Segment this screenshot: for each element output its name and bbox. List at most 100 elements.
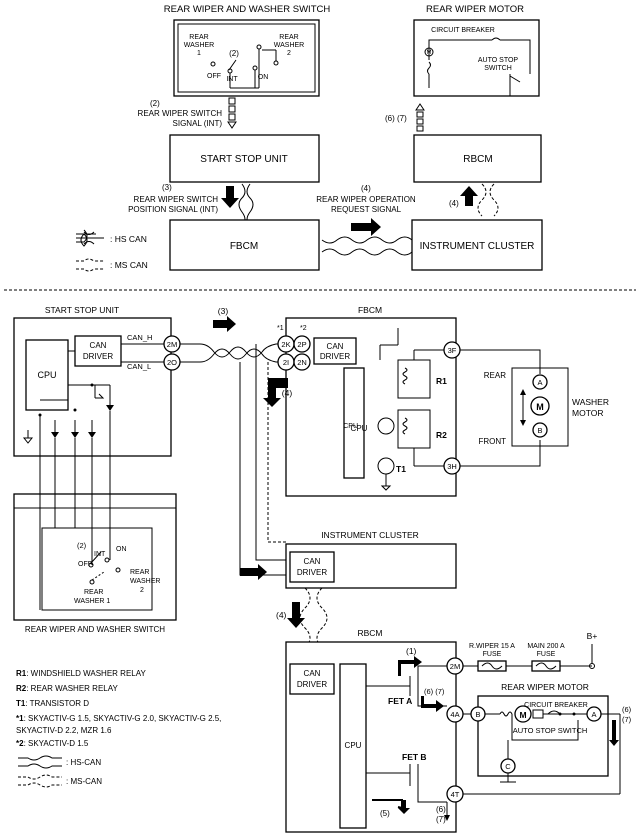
svg-text:CIRCUIT BREAKER: CIRCUIT BREAKER bbox=[431, 27, 495, 34]
svg-text:MAIN 200 A: MAIN 200 A bbox=[527, 643, 565, 650]
sw-label-rw1: REAR bbox=[189, 34, 208, 41]
svg-text:WASHER: WASHER bbox=[572, 397, 609, 407]
svg-text:(7): (7) bbox=[622, 715, 632, 724]
svg-text:(4): (4) bbox=[282, 388, 293, 398]
svg-text:(4): (4) bbox=[361, 184, 371, 193]
svg-text:SIGNAL (INT): SIGNAL (INT) bbox=[173, 119, 223, 128]
svg-text:DRIVER: DRIVER bbox=[297, 568, 327, 577]
svg-text:REAR: REAR bbox=[130, 569, 149, 576]
svg-text:(3): (3) bbox=[218, 306, 229, 316]
svg-text:(4): (4) bbox=[449, 199, 459, 208]
svg-text:2I: 2I bbox=[283, 358, 289, 367]
svg-text:(4): (4) bbox=[276, 610, 287, 620]
svg-text:M: M bbox=[519, 710, 526, 720]
start-stop-unit-box bbox=[169, 134, 320, 183]
svg-text:R1: R1 bbox=[436, 376, 447, 386]
svg-text:R1: WINDSHIELD WASHER RELAY: R1: WINDSHIELD WASHER RELAY bbox=[16, 669, 146, 678]
svg-text:FET B: FET B bbox=[402, 752, 427, 762]
svg-text:: HS CAN: : HS CAN bbox=[110, 234, 147, 244]
rbcm-box-top bbox=[413, 134, 542, 183]
svg-text:T1: TRANSISTOR D: T1: TRANSISTOR D bbox=[16, 699, 89, 708]
svg-text:FBCM: FBCM bbox=[358, 305, 382, 315]
svg-text:REAR: REAR bbox=[84, 589, 103, 596]
svg-text:(5): (5) bbox=[380, 809, 390, 818]
svg-text:START STOP UNIT: START STOP UNIT bbox=[200, 154, 287, 165]
svg-text:CPU: CPU bbox=[345, 741, 362, 750]
svg-text:3H: 3H bbox=[447, 462, 457, 471]
svg-text:A: A bbox=[537, 378, 542, 387]
svg-text:4T: 4T bbox=[451, 790, 460, 799]
motor-box-top bbox=[413, 19, 540, 97]
sw-off: OFF bbox=[207, 73, 221, 80]
svg-text:*1: SKYACTIV-G 1.5, SKYACTIV-G: *1: SKYACTIV-G 1.5, SKYACTIV-G 2.0, SKYA… bbox=[16, 714, 221, 723]
svg-text:AUTO STOP: AUTO STOP bbox=[478, 57, 519, 64]
svg-text:INSTRUMENT CLUSTER: INSTRUMENT CLUSTER bbox=[420, 241, 535, 252]
svg-text:R.WIPER 15 A: R.WIPER 15 A bbox=[469, 643, 515, 650]
svg-text:REQUEST SIGNAL: REQUEST SIGNAL bbox=[331, 205, 402, 214]
svg-text:M: M bbox=[536, 402, 544, 412]
svg-text:(3): (3) bbox=[162, 183, 172, 192]
switch-title: REAR WIPER AND WASHER SWITCH bbox=[164, 4, 331, 15]
wiring-diagram: START STOP UNIT CPU CAN DRIVER CAN_H CAN… bbox=[13, 305, 632, 833]
ic-box-top bbox=[411, 219, 543, 271]
svg-text:B+: B+ bbox=[587, 631, 598, 641]
svg-text:: HS-CAN: : HS-CAN bbox=[66, 758, 101, 767]
svg-text:AUTO STOP SWITCH: AUTO STOP SWITCH bbox=[513, 726, 588, 735]
svg-text:MOTOR: MOTOR bbox=[572, 408, 603, 418]
svg-text:START STOP UNIT: START STOP UNIT bbox=[45, 305, 119, 315]
svg-text:*2: SKYACTIV-D 1.5: *2: SKYACTIV-D 1.5 bbox=[16, 739, 89, 748]
svg-text:FRONT: FRONT bbox=[478, 437, 506, 446]
svg-text:R2: R2 bbox=[436, 430, 447, 440]
svg-text:RBCM: RBCM bbox=[357, 628, 382, 638]
svg-text:2: 2 bbox=[287, 50, 291, 57]
svg-text:CAN: CAN bbox=[327, 342, 344, 351]
switch-box bbox=[173, 19, 320, 97]
switch-box-bottom bbox=[13, 493, 177, 621]
svg-text:CPU: CPU bbox=[343, 423, 358, 430]
svg-text:(6) (7): (6) (7) bbox=[424, 687, 445, 696]
svg-text:WASHER 1: WASHER 1 bbox=[74, 598, 110, 605]
svg-text:3F: 3F bbox=[448, 346, 457, 355]
svg-text:*1: *1 bbox=[277, 325, 284, 332]
fbcm-box-top bbox=[169, 219, 320, 271]
svg-text:CPU: CPU bbox=[351, 424, 368, 433]
svg-text:B: B bbox=[475, 710, 480, 719]
svg-text:WASHER: WASHER bbox=[184, 42, 214, 49]
sw-step: (2) bbox=[229, 49, 239, 58]
svg-text:2K: 2K bbox=[281, 340, 290, 349]
svg-text:FUSE: FUSE bbox=[537, 651, 556, 658]
svg-text:DRIVER: DRIVER bbox=[83, 352, 113, 361]
svg-text:1: 1 bbox=[197, 50, 201, 57]
svg-text:CAN: CAN bbox=[90, 341, 107, 350]
svg-text:WASHER: WASHER bbox=[130, 578, 160, 585]
svg-text:POSITION SIGNAL (INT): POSITION SIGNAL (INT) bbox=[128, 205, 218, 214]
svg-text:DRIVER: DRIVER bbox=[320, 352, 350, 361]
svg-text:2M: 2M bbox=[167, 340, 177, 349]
svg-text:CAN_L: CAN_L bbox=[127, 362, 151, 371]
svg-text:4A: 4A bbox=[450, 710, 459, 719]
svg-text:REAR WIPER SWITCH: REAR WIPER SWITCH bbox=[134, 195, 219, 204]
svg-text:FBCM: FBCM bbox=[230, 241, 258, 252]
svg-text:: MS-CAN: : MS-CAN bbox=[66, 777, 102, 786]
svg-text:(7): (7) bbox=[436, 815, 446, 824]
svg-text:SWITCH: SWITCH bbox=[484, 65, 512, 72]
svg-text:WASHER: WASHER bbox=[274, 42, 304, 49]
svg-text:2P: 2P bbox=[297, 340, 306, 349]
svg-text:CAN_H: CAN_H bbox=[127, 333, 152, 342]
svg-text:INT: INT bbox=[94, 551, 106, 558]
svg-text:RBCM: RBCM bbox=[463, 154, 492, 165]
svg-text:2O: 2O bbox=[167, 358, 177, 367]
svg-text:REAR WIPER SWITCH: REAR WIPER SWITCH bbox=[138, 109, 223, 118]
svg-text:CAN: CAN bbox=[304, 669, 321, 678]
svg-text:OFF: OFF bbox=[78, 561, 92, 568]
svg-text:FET A: FET A bbox=[388, 696, 412, 706]
svg-text:A: A bbox=[591, 710, 596, 719]
svg-text:CAN: CAN bbox=[304, 557, 321, 566]
svg-text:B: B bbox=[537, 426, 542, 435]
svg-text:2M: 2M bbox=[450, 662, 460, 671]
motor-title-top: REAR WIPER MOTOR bbox=[426, 4, 524, 15]
sw-on: ON bbox=[258, 74, 269, 81]
svg-text:CPU: CPU bbox=[37, 370, 56, 380]
svg-text:2: 2 bbox=[140, 587, 144, 594]
